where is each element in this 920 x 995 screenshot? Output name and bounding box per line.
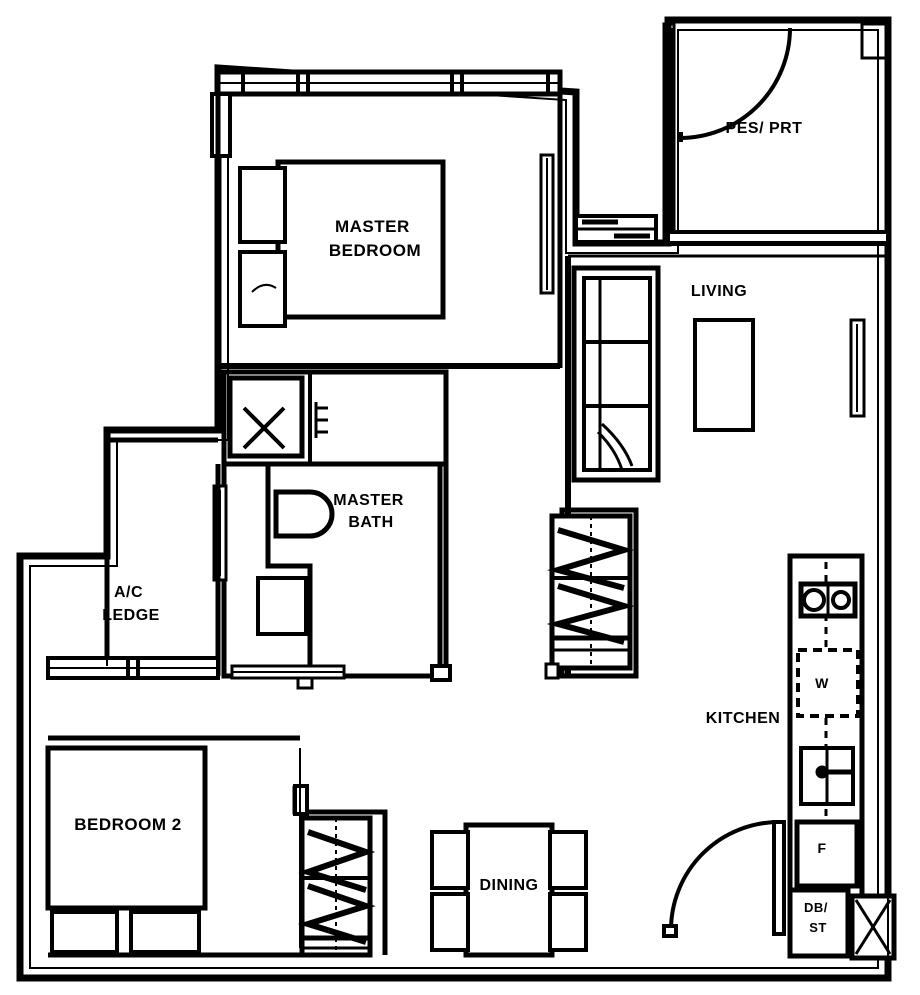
toilet <box>273 489 335 539</box>
bed-pillow-1 <box>238 166 287 244</box>
kitchen-washer <box>796 648 860 718</box>
fixture-label-fridge: F <box>817 840 826 856</box>
living-sofa <box>571 265 661 483</box>
bed-pillow-2 <box>238 250 287 328</box>
dining-chair-2 <box>430 892 470 952</box>
corridor-walls <box>215 464 452 682</box>
pes-prt-area <box>662 17 891 246</box>
living-coffee-table <box>693 318 755 432</box>
wardrobe-bedroom2 <box>292 784 388 958</box>
room-label-ac-ledge: A/C LEDGE <box>102 584 160 624</box>
wardrobe-master <box>544 507 639 680</box>
fixture-label-washer: W <box>815 675 829 691</box>
room-label-dining: DINING <box>480 877 539 894</box>
wall-inner-detail <box>106 450 889 956</box>
room-label-bedroom-2: BEDROOM 2 <box>74 815 181 834</box>
master-bed <box>238 159 446 328</box>
master-bedroom-walls <box>210 69 563 369</box>
db-store <box>787 887 851 959</box>
pes-door[interactable] <box>676 27 792 142</box>
bedroom2-bed <box>45 745 208 954</box>
bedroom2-walls <box>48 735 300 958</box>
fixture-label-db-st: DB/ ST <box>804 900 832 935</box>
master-bedroom-windows <box>215 69 563 97</box>
room-label-living: LIVING <box>691 283 747 300</box>
bedroom2-pillow-2 <box>129 910 201 954</box>
room-label-master-bedroom: MASTER BEDROOM <box>329 217 421 260</box>
bedroom2-pillow-1 <box>50 910 119 954</box>
entrance-door[interactable] <box>662 820 786 938</box>
kitchen-fridge <box>794 819 860 889</box>
shower-stall <box>227 375 305 459</box>
master-bedroom-window-right <box>539 153 555 295</box>
ac-ledge-window <box>46 656 220 680</box>
dining-chair-4 <box>548 892 588 952</box>
bath-sliding-door[interactable] <box>230 664 346 690</box>
dining-chair-1 <box>430 830 470 890</box>
dining-chairs <box>430 830 588 952</box>
vanity-basin <box>256 576 308 636</box>
kitchen-stove <box>798 581 858 619</box>
room-label-pes-prt: PES/ PRT <box>726 120 803 137</box>
room-label-master-bath: MASTER BATH <box>333 492 409 531</box>
living-sliding-door[interactable] <box>574 214 658 244</box>
living-window-right <box>849 318 866 418</box>
room-label-kitchen: KITCHEN <box>706 710 781 727</box>
kitchen-sink <box>799 746 855 806</box>
dining-chair-3 <box>548 830 588 890</box>
